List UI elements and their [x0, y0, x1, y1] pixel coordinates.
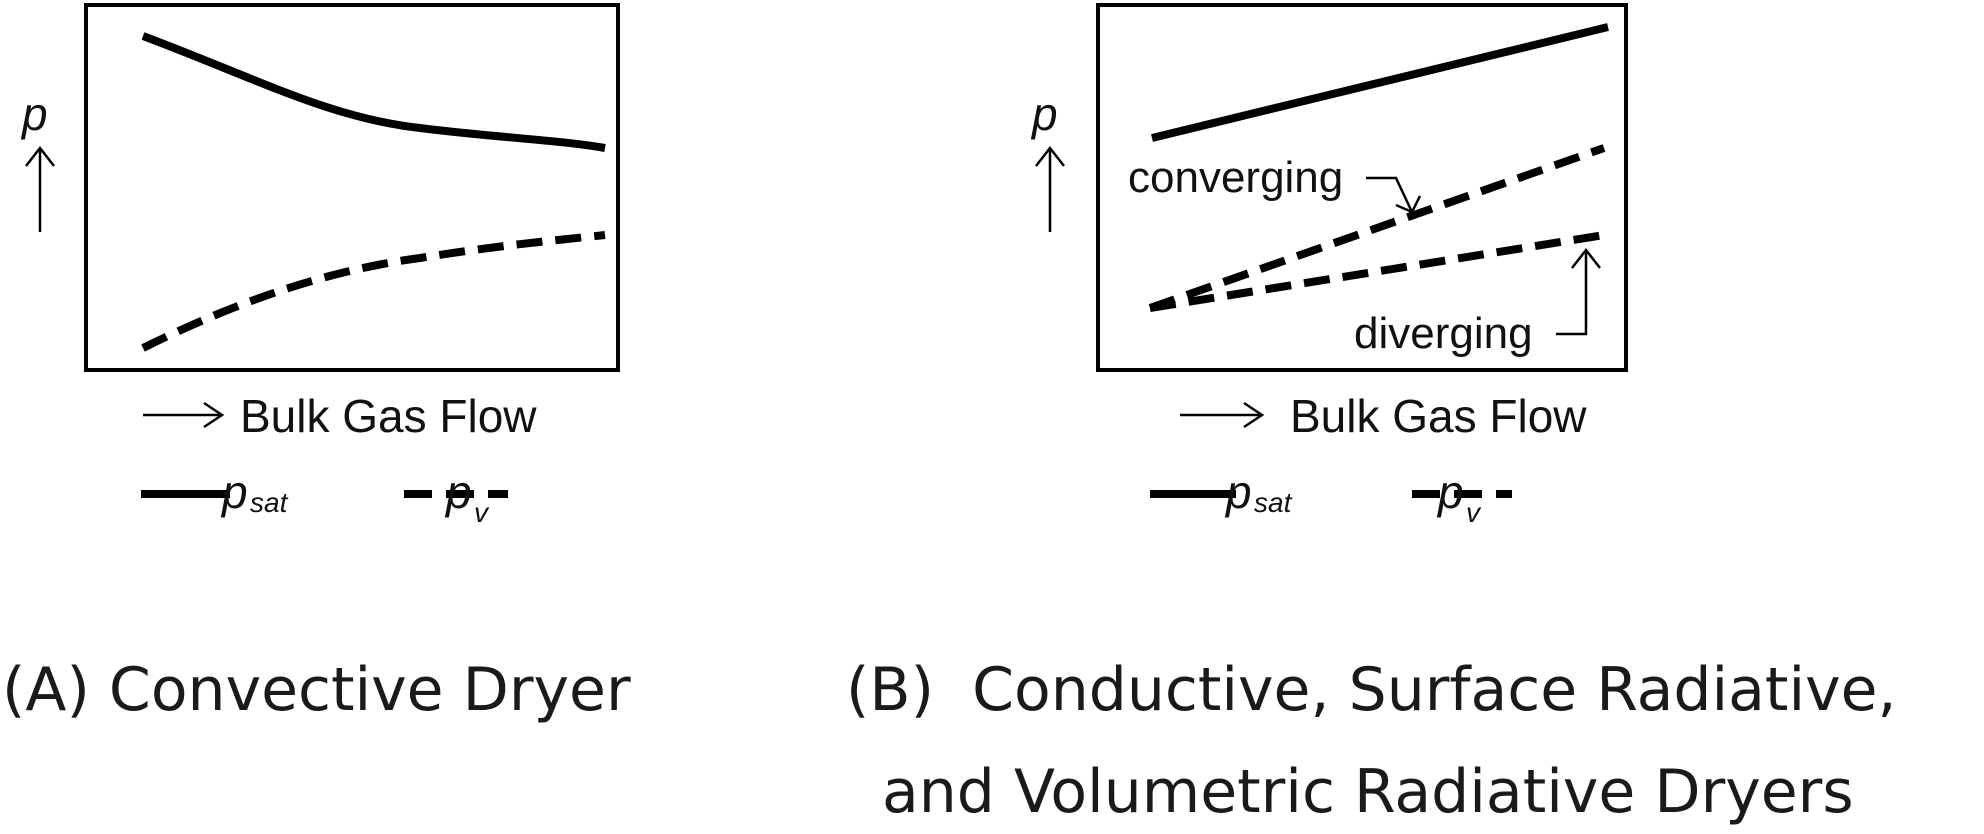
panel-a-psat-curve: [141, 32, 606, 152]
panel-a-plot-frame: [84, 3, 620, 372]
panel-a: p Bulk Gas Flow p sat p v (A) Convective…: [2, 3, 631, 725]
panel-b-converging-label: converging: [1128, 153, 1343, 202]
panel-a-legend-pv-symbol: p: [444, 466, 472, 518]
panel-b-diverging-pointer: [1556, 247, 1601, 336]
panel-a-legend-psat-subscript: sat: [250, 487, 289, 518]
panel-b-plot-frame: [1096, 3, 1628, 372]
panel-b-legend: p sat p v: [1150, 466, 1512, 528]
panel-a-pv-curve: [141, 231, 606, 352]
panel-b-diverging-label: diverging: [1354, 309, 1533, 358]
panel-b-flow-label: Bulk Gas Flow: [1290, 390, 1587, 442]
panel-b-legend-pv-symbol: p: [1436, 466, 1464, 518]
panel-b-y-axis-arrow: [1035, 145, 1065, 232]
panel-a-legend-psat-symbol: p: [220, 466, 248, 518]
panel-b-pv-diverging-curve: [1149, 231, 1605, 312]
panel-b-y-axis-label: p: [1030, 88, 1058, 140]
panel-a-legend: p sat p v: [141, 466, 508, 528]
panel-b-legend-psat-subscript: sat: [1254, 487, 1293, 518]
panel-b-converging-pointer: [1366, 176, 1422, 214]
panel-a-y-axis-label: p: [20, 88, 48, 140]
panel-b-pv-converging-curve: [1148, 144, 1606, 312]
panel-b-legend-psat-symbol: p: [1224, 466, 1252, 518]
panel-b-flow-arrow: [1180, 401, 1265, 429]
panel-b-legend-pv-subscript: v: [1466, 497, 1482, 528]
panel-b-caption-line-2: and Volumetric Radiative Dryers: [882, 757, 1854, 827]
panel-b-psat-curve: [1151, 23, 1609, 142]
panel-a-caption: (A) Convective Dryer: [2, 655, 631, 725]
panel-b-caption-line-1: (B) Conductive, Surface Radiative,: [846, 655, 1897, 725]
panel-b: p converging diverging Bulk Gas Flow p s…: [846, 3, 1897, 827]
panel-a-legend-pv-subscript: v: [474, 497, 490, 528]
panel-a-y-axis-arrow: [25, 145, 55, 232]
panel-a-flow-arrow: [143, 401, 225, 429]
panel-a-flow-label: Bulk Gas Flow: [240, 390, 537, 442]
